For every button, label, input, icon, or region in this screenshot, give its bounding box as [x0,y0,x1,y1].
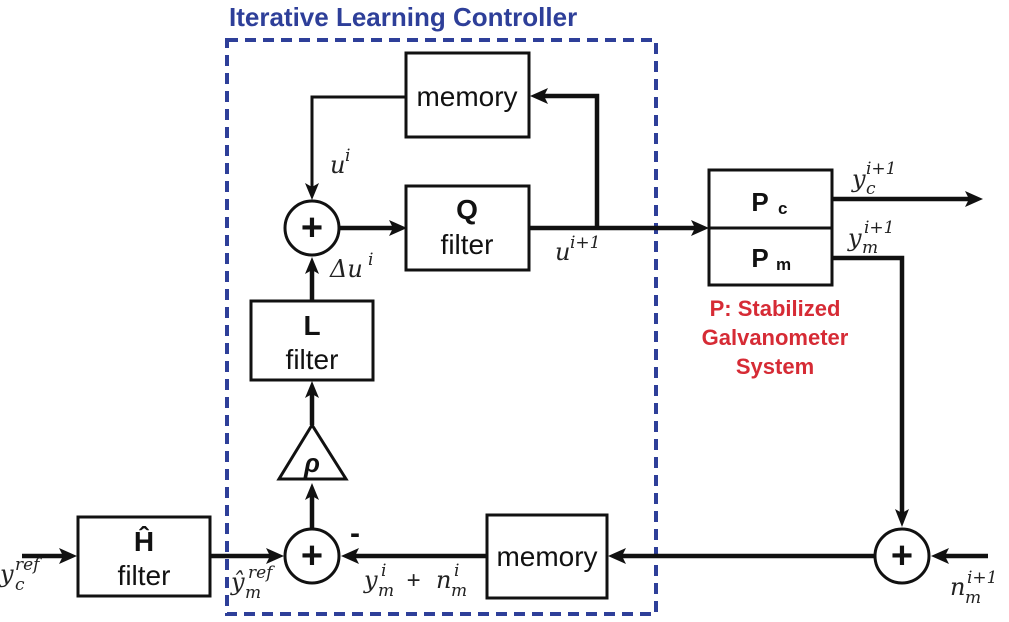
signal-sup: i [381,561,386,581]
arrowhead [266,548,284,564]
signal-sup: i [345,146,350,166]
arrowhead [895,509,909,527]
signal-n-m-i-plus-1: n m i+1 [950,568,998,608]
l-filter-name: L [303,310,320,341]
rho-gain-block [276,422,349,481]
signal-sup: i [368,250,373,270]
h-filter-block [76,515,212,598]
signal-y-m-i-plus-n-m-i: y m i + n m i [363,561,467,601]
plus-sign: + [301,207,323,249]
signal-y-m-i-plus-1: y m i+1 [847,218,895,258]
wire-branch-to-memory [540,93,600,228]
signal-sub: m [245,583,261,603]
signal-u-i-plus-1: u i+1 [555,233,601,266]
minus-sign: - [350,517,360,550]
signal-sub: c [866,179,876,199]
q-filter-block [404,184,531,272]
h-filter-name: Ĥ [134,526,154,557]
arrowhead [608,548,626,564]
signal-base: y [0,560,14,588]
memory-bottom-label: memory [496,541,597,572]
signal-base: Δu [329,255,363,283]
signal-sub: m [378,581,394,601]
signal-base: ŷ [230,568,245,596]
signal-base: n [950,573,965,601]
arrowhead [691,220,709,236]
ilc-boundary [225,38,658,616]
signal-sub: c [15,575,25,595]
summing-junction-top: + [283,199,341,257]
rho-label: ρ [303,448,320,478]
arrowhead [931,548,949,564]
signal-sup: i+1 [866,159,897,179]
arrowhead [305,381,319,398]
signal-y-c-i-plus-1: y c i+1 [851,159,897,199]
arrowhead [305,483,319,500]
signal-sup: i+1 [967,568,998,588]
signal-base: y [363,566,378,594]
summing-junction-bottom: + [283,527,341,585]
arrowhead [305,183,319,200]
plant-caption-line-2: Galvanometer [702,325,849,350]
signal-base: u [555,238,570,266]
signal-y-hat-m-ref: ŷ m ref [230,563,275,603]
signal-base: u [330,151,345,179]
plant-caption-line-3: System [736,354,814,379]
plus-sign: + [301,535,323,577]
arrowhead [341,548,359,564]
plant-caption-line-1: P: Stabilized [710,296,841,321]
arrowhead [530,88,548,104]
plant-m-sub: m [776,255,791,274]
signal-operator: + [400,567,427,594]
signal-y-c-ref: y c ref [0,555,42,595]
signal-sub: m [965,588,981,608]
plant-c-sub: c [778,199,787,218]
plant-c-name: P [751,187,768,217]
l-filter-block [249,299,375,382]
ilc-title: Iterative Learning Controller [229,2,577,32]
signal-base: n [436,566,451,594]
plus-sign: + [891,535,913,577]
signal-u-i: u i [330,146,350,179]
signal-sup: i [454,561,459,581]
summing-junction-noise: + [873,527,931,585]
signal-base: y [847,224,862,252]
signal-sub: m [862,238,878,258]
q-filter-label: filter [441,229,494,260]
l-filter-label: filter [286,344,339,375]
signal-sup: ref [15,555,42,575]
signal-sub: m [451,581,467,601]
signal-delta-u-i: Δu i [329,250,373,283]
memory-top-block [404,51,531,139]
wire-memory-to-sum [310,95,406,190]
wire-pm-to-noise-sum [832,255,905,516]
h-filter-label: filter [118,560,171,591]
signal-sup: ref [248,563,275,583]
signal-base: y [851,165,866,193]
arrowhead [59,548,77,564]
memory-bottom-block [485,513,609,600]
arrowhead [305,257,319,274]
arrowhead [965,191,983,207]
signal-sup: i+1 [864,218,895,238]
plant-m-name: P [751,243,768,273]
signal-sup: i+1 [570,233,601,253]
arrowhead [389,220,407,236]
q-filter-name: Q [456,194,478,225]
memory-top-label: memory [416,81,517,112]
